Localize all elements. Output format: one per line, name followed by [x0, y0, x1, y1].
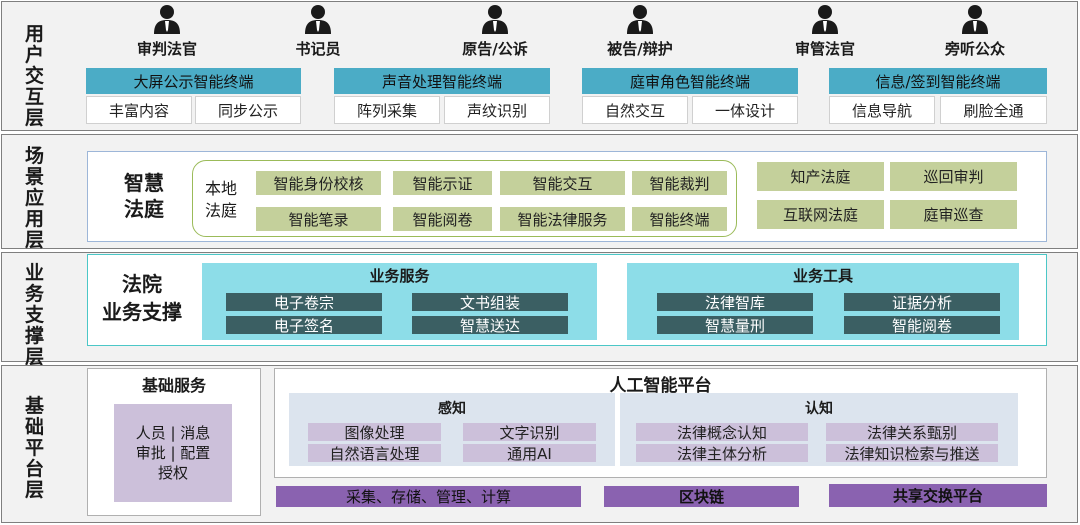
court-business-title: 法院 业务支撑: [92, 270, 192, 326]
terminal-item: 信息导航: [829, 96, 935, 124]
business-tool-item: 证据分析: [844, 293, 1000, 312]
smart-court-title-line1: 智慧: [124, 171, 164, 195]
role-clerk: 书记员: [263, 4, 373, 59]
terminal-item: 阵列采集: [334, 96, 440, 124]
local-court-item: 智能示证: [393, 171, 492, 195]
role-label: 被告/辩护: [607, 40, 673, 58]
business-service-item: 电子卷宗: [226, 293, 382, 312]
court-business-title-line2: 业务支撑: [102, 300, 182, 324]
role-label: 旁听公众: [944, 40, 1005, 58]
perception-item: 图像处理: [308, 423, 441, 442]
cognition-item: 法律主体分析: [636, 444, 808, 463]
local-court-item: 智能裁判: [632, 171, 727, 195]
local-court-title: 本地 法庭: [200, 178, 242, 222]
role-label: 书记员: [295, 40, 341, 58]
terminal-item: 丰富内容: [86, 96, 192, 124]
ai-platform-title: 人工智能平台: [609, 376, 712, 396]
basic-services-title: 基础服务: [141, 376, 206, 395]
infrastructure-bar: 采集、存储、管理、计算: [276, 486, 581, 507]
role-plaintiff: 原告/公诉: [440, 4, 550, 59]
blockchain-bar: 区块链: [604, 486, 799, 507]
local-court-item: 智能终端: [632, 207, 727, 231]
role-label: 审判法官: [136, 40, 197, 58]
cognition-title: 认知: [805, 401, 833, 417]
person-icon: [482, 5, 508, 34]
smart-court-title: 智慧 法庭: [108, 170, 180, 222]
basic-services-box: 人员 | 消息 审批 | 配置 授权: [114, 404, 232, 502]
terminal-item: 声纹识别: [444, 96, 550, 124]
role-supervising-judge: 审管法官: [770, 4, 880, 59]
person-icon: [154, 5, 180, 34]
court-business-title-line1: 法院: [122, 272, 162, 296]
business-tools-title: 业务工具: [792, 267, 853, 285]
layer-label-scene-text: 场景应用层: [24, 145, 45, 251]
basic-services-line: 授权: [157, 464, 188, 482]
business-tool-item: 智慧量刑: [657, 316, 813, 335]
person-icon: [812, 5, 838, 34]
terminal-title: 信息/签到智能终端: [829, 68, 1047, 94]
terminal-title: 声音处理智能终端: [334, 68, 550, 94]
shared-exchange-bar: 共享交换平台: [829, 484, 1047, 507]
court-type-item: 庭审巡查: [890, 200, 1017, 229]
layer-label-base: 基础平台层: [0, 396, 70, 501]
person-icon: [627, 5, 653, 34]
terminal-item: 一体设计: [692, 96, 798, 124]
role-defendant: 被告/辩护: [585, 4, 695, 59]
local-court-title-line2: 法庭: [204, 201, 237, 220]
local-court-item: 智能笔录: [256, 207, 381, 231]
business-tool-item: 智能阅卷: [844, 316, 1000, 335]
role-label: 原告/公诉: [462, 40, 528, 58]
layer-label-user: 用户交互层: [0, 24, 70, 129]
role-public-audience: 旁听公众: [920, 4, 1030, 59]
business-service-item: 智慧送达: [412, 316, 568, 335]
smart-court-title-line2: 法庭: [124, 197, 164, 221]
role-label: 审管法官: [794, 40, 855, 58]
business-tool-item: 法律智库: [657, 293, 813, 312]
business-service-item: 电子签名: [226, 316, 382, 335]
basic-services-line: 审批 | 配置: [135, 444, 211, 462]
layer-label-base-text: 基础平台层: [24, 395, 45, 501]
court-type-item: 互联网法庭: [757, 200, 884, 229]
local-court-item: 智能阅卷: [393, 207, 492, 231]
local-court-item: 智能交互: [500, 171, 625, 195]
local-court-title-line1: 本地: [204, 179, 237, 198]
perception-item: 自然语言处理: [308, 444, 441, 463]
business-service-item: 文书组装: [412, 293, 568, 312]
layer-label-business-text: 业务支撑层: [24, 262, 45, 368]
person-icon: [962, 5, 988, 34]
cognition-item: 法律知识检索与推送: [826, 444, 998, 463]
terminal-item: 同步公示: [195, 96, 301, 124]
terminal-item: 刷脸全通: [940, 96, 1047, 124]
layer-label-user-text: 用户交互层: [24, 23, 45, 129]
court-type-item: 知产法庭: [757, 162, 884, 191]
terminal-title: 大屏公示智能终端: [86, 68, 301, 94]
perception-item: 文字识别: [463, 423, 596, 442]
layer-label-business: 业务支撑层: [0, 263, 70, 368]
person-icon: [305, 5, 331, 34]
court-type-item: 巡回审判: [890, 162, 1017, 191]
local-court-item: 智能身份校核: [256, 171, 381, 195]
basic-services-line: 人员 | 消息: [135, 424, 211, 442]
role-judge: 审判法官: [112, 4, 222, 59]
cognition-item: 法律关系甄别: [826, 423, 998, 442]
perception-title: 感知: [438, 401, 466, 417]
business-services-title: 业务服务: [369, 267, 430, 285]
perception-item: 通用AI: [463, 444, 596, 463]
terminal-title: 庭审角色智能终端: [582, 68, 798, 94]
terminal-item: 自然交互: [582, 96, 688, 124]
layer-label-scene: 场景应用层: [0, 146, 70, 251]
local-court-item: 智能法律服务: [500, 207, 625, 231]
cognition-item: 法律概念认知: [636, 423, 808, 442]
